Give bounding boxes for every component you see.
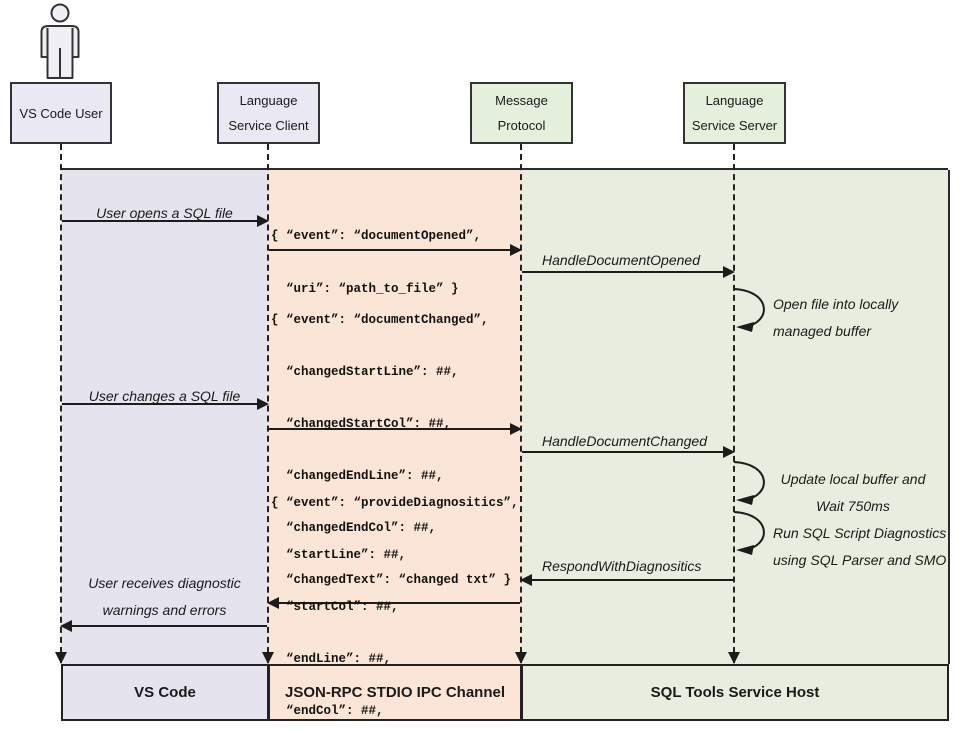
note-line: Update local buffer and (780, 471, 926, 487)
note-line: Wait 750ms (816, 498, 890, 514)
payload-line: “endCol”: ##, (271, 704, 384, 718)
participant-box-service-server: Language Service Server (683, 82, 786, 144)
arrow-user-opens (62, 215, 269, 227)
self-loop-arrow-update-buffer (733, 461, 765, 505)
message-label-user-receives: User receives diagnostic warnings and er… (62, 570, 267, 624)
lifeline-end-arrow-server (728, 652, 740, 664)
lifeline-end-arrow-user (55, 652, 67, 664)
lane-box-service-host: SQL Tools Service Host (521, 664, 949, 721)
payload-line: { “event”: “documentOpened”, (271, 229, 482, 243)
lifeline-message-protocol (520, 144, 522, 663)
self-loop-arrow-open-file (733, 288, 765, 332)
lifeline-vscode-user (60, 144, 62, 663)
lifeline-end-arrow-client (262, 652, 274, 664)
column-vscode (61, 170, 268, 664)
payload-provide-diagnostics: { “event”: “provideDiagnositics”, “start… (271, 463, 519, 732)
label-line: User receives diagnostic (88, 575, 241, 591)
note-open-file: Open file into locally managed buffer (773, 291, 898, 345)
payload-line: “changedStartLine”: ##, (271, 365, 459, 379)
participant-label: Language (705, 93, 764, 108)
lifeline-service-server (733, 144, 735, 663)
arrow-diagnostics-to-client (267, 597, 520, 609)
message-label-handle-opened: HandleDocumentOpened (542, 252, 700, 268)
label-line: warnings and errors (102, 602, 227, 618)
payload-line: “changedText”: “changed txt” } (271, 573, 512, 587)
payload-line: “changedEndLine”: ##, (271, 469, 444, 483)
arrow-diagnostics-to-user (60, 620, 267, 632)
lane-label: SQL Tools Service Host (650, 684, 820, 701)
note-update-buffer: Update local buffer and Wait 750ms (773, 466, 933, 520)
participant-label: Message (495, 93, 548, 108)
column-ipc-channel (268, 170, 521, 664)
payload-line: “startCol”: ##, (271, 600, 399, 614)
payload-line: “uri”: “path_to_file” } (271, 282, 459, 296)
note-line: Run SQL Script Diagnostics (773, 525, 947, 541)
arrow-document-changed (269, 423, 522, 435)
message-label-user-changes: User changes a SQL file (88, 388, 241, 404)
arrow-handle-changed (522, 446, 735, 458)
lane-label: JSON-RPC STDIO IPC Channel (284, 684, 506, 701)
note-line: managed buffer (773, 323, 872, 339)
column-service-host (521, 170, 950, 664)
lane-label: VS Code (134, 684, 196, 701)
arrow-respond-diagnostics (520, 574, 733, 586)
participant-label: Language (239, 93, 298, 108)
note-line: Open file into locally (773, 296, 899, 312)
note-line: using SQL Parser and SMO (773, 552, 947, 568)
participant-label: VS Code User (19, 105, 103, 121)
participant-box-vscode-user: VS Code User (10, 82, 112, 144)
payload-line: “changedEndCol”: ##, (271, 521, 437, 535)
payload-line: { “event”: “documentChanged”, (271, 313, 489, 327)
note-run-diagnostics: Run SQL Script Diagnostics using SQL Par… (773, 520, 946, 574)
participant-label: Service Client (228, 118, 309, 133)
payload-document-changed: { “event”: “documentChanged”, “changedSt… (271, 280, 511, 620)
message-label-user-opens: User opens a SQL file (96, 205, 233, 221)
columns-top-border (61, 168, 948, 170)
lane-box-vscode: VS Code (61, 664, 269, 721)
payload-document-opened: { “event”: “documentOpened”, “uri”: “pat… (271, 196, 481, 330)
person-icon (40, 3, 80, 79)
arrow-document-opened (269, 244, 522, 256)
lifeline-end-arrow-protocol (515, 652, 527, 664)
payload-line: “endLine”: ##, (271, 652, 392, 666)
payload-line: “startLine”: ##, (271, 548, 407, 562)
arrow-user-changes (62, 398, 269, 410)
participant-box-service-client: Language Service Client (217, 82, 320, 144)
self-loop-arrow-run-diagnostics (733, 511, 765, 555)
payload-line: { “event”: “provideDiagnositics”, (271, 496, 519, 510)
participant-box-message-protocol: Message Protocol (470, 82, 573, 144)
message-label-respond-diagnostics: RespondWithDiagnositics (542, 558, 702, 574)
payload-line: “changedStartCol”: ##, (271, 417, 452, 431)
lane-box-ipc-channel: JSON-RPC STDIO IPC Channel (268, 664, 522, 721)
arrow-handle-opened (522, 266, 735, 278)
message-label-handle-changed: HandleDocumentChanged (542, 433, 707, 449)
participant-label: Service Server (691, 118, 778, 133)
participant-label: Protocol (497, 118, 546, 133)
